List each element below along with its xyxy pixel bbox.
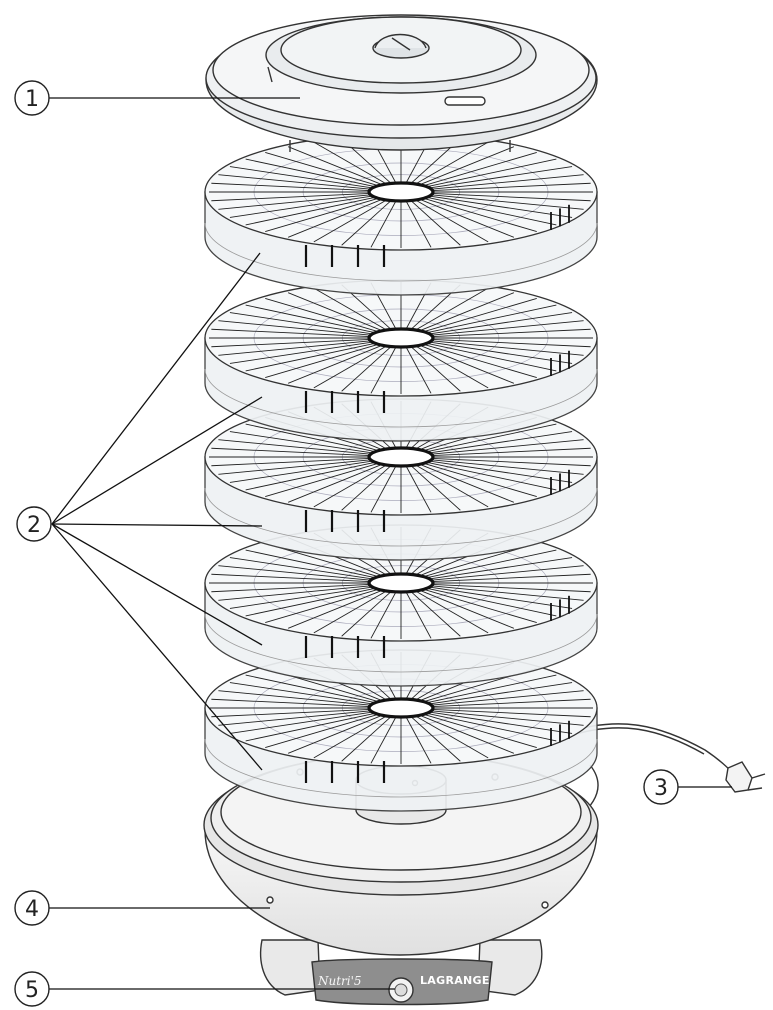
tray-mesh (209, 282, 593, 394)
leader-lines (49, 97, 732, 990)
drying-tray (204, 133, 598, 296)
tray-center-hole (367, 697, 435, 719)
drying-tray (204, 279, 598, 442)
tray-mesh (209, 136, 593, 248)
svg-text:5: 5 (25, 978, 39, 1003)
drying-trays (204, 133, 598, 812)
leader-2b (51, 396, 263, 525)
svg-text:1: 1 (25, 87, 39, 112)
callout-5: 5 (14, 971, 50, 1007)
svg-text:3: 3 (654, 776, 668, 801)
leader-2e (51, 523, 263, 771)
tray-center-hole (367, 446, 435, 468)
callout-1: 1 (14, 80, 50, 116)
callout-3: 3 (643, 769, 679, 805)
leader-2d (51, 523, 263, 646)
brand-name: LAGRANGE (420, 974, 490, 987)
svg-text:2: 2 (27, 513, 41, 538)
tray-center-hole (367, 327, 435, 349)
power-plug (725, 761, 766, 793)
svg-text:4: 4 (25, 897, 39, 922)
tray-mesh (209, 527, 593, 639)
callout-4: 4 (14, 890, 50, 926)
model-name: Nutri'5 (317, 974, 362, 988)
tray-center-hole (367, 572, 435, 594)
control-panel: Nutri'5 LAGRANGE (311, 958, 493, 1006)
lid (205, 14, 598, 152)
callout-2: 2 (16, 506, 52, 542)
leader-2a (51, 252, 261, 525)
leader-2c (51, 523, 263, 527)
tray-center-hole (367, 181, 435, 203)
